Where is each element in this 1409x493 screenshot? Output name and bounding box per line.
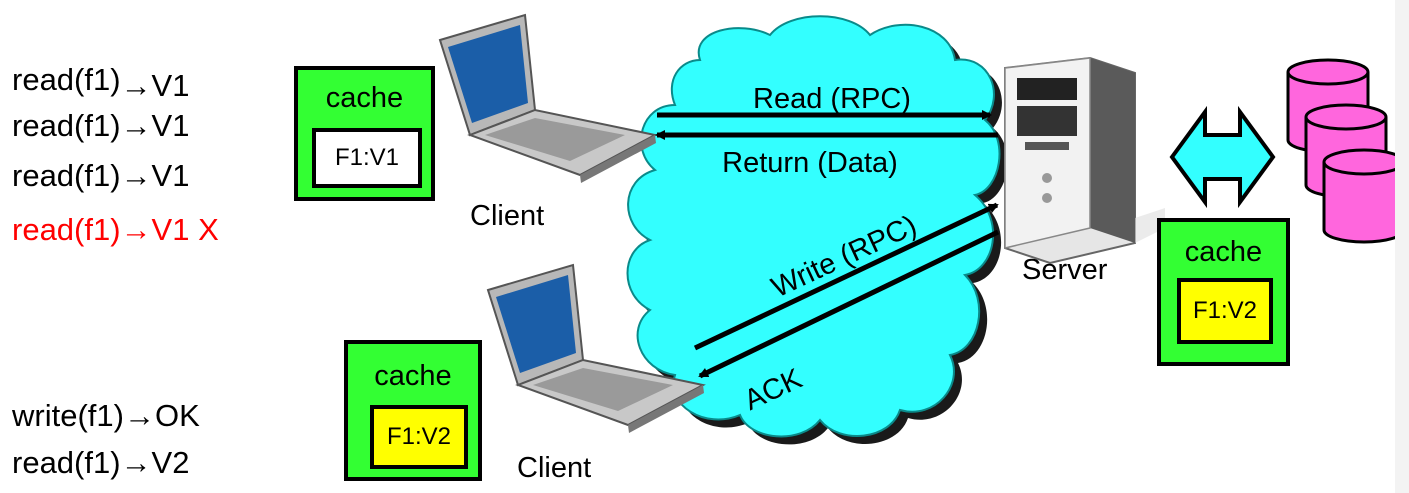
client2-cache: cache F1:V2 xyxy=(344,340,482,481)
cache-title: cache xyxy=(1184,236,1263,268)
cache-entry: F1:V2 xyxy=(370,405,468,469)
ack-arrow xyxy=(698,229,1000,379)
return-data-label: Return (Data) xyxy=(722,147,898,179)
cache-title: cache xyxy=(325,82,404,114)
server-label: Server xyxy=(1022,254,1108,286)
network-cloud xyxy=(626,15,1001,438)
laptop-icon xyxy=(438,13,658,183)
client1-label: Client xyxy=(470,200,545,232)
cache-entry: F1:V1 xyxy=(312,128,422,188)
op-read-1: read(f1)→V1 xyxy=(12,62,190,103)
double-arrow-icon xyxy=(1169,105,1276,209)
op-write: write(f1)→OK xyxy=(12,398,200,433)
disk-icon xyxy=(1322,148,1406,244)
client1-cache: cache F1:V1 xyxy=(294,66,435,201)
client2-label: Client xyxy=(517,452,592,484)
cache-title: cache xyxy=(374,360,452,392)
server-cache: cache F1:V2 xyxy=(1157,218,1290,366)
read-rpc-label: Read (RPC) xyxy=(753,83,911,115)
op-read-2: read(f1)→V1 xyxy=(12,108,190,143)
cache-entry: F1:V2 xyxy=(1177,278,1273,344)
write-rpc-arrow xyxy=(693,202,999,351)
op-read-stale: read(f1)→V1 X xyxy=(12,212,219,247)
server-icon xyxy=(1004,56,1165,265)
op-read-new: read(f1)→V2 xyxy=(12,445,190,480)
scrollbar-track[interactable] xyxy=(1395,0,1409,493)
laptop-icon xyxy=(486,263,706,433)
op-read-3: read(f1)→V1 xyxy=(12,158,190,193)
